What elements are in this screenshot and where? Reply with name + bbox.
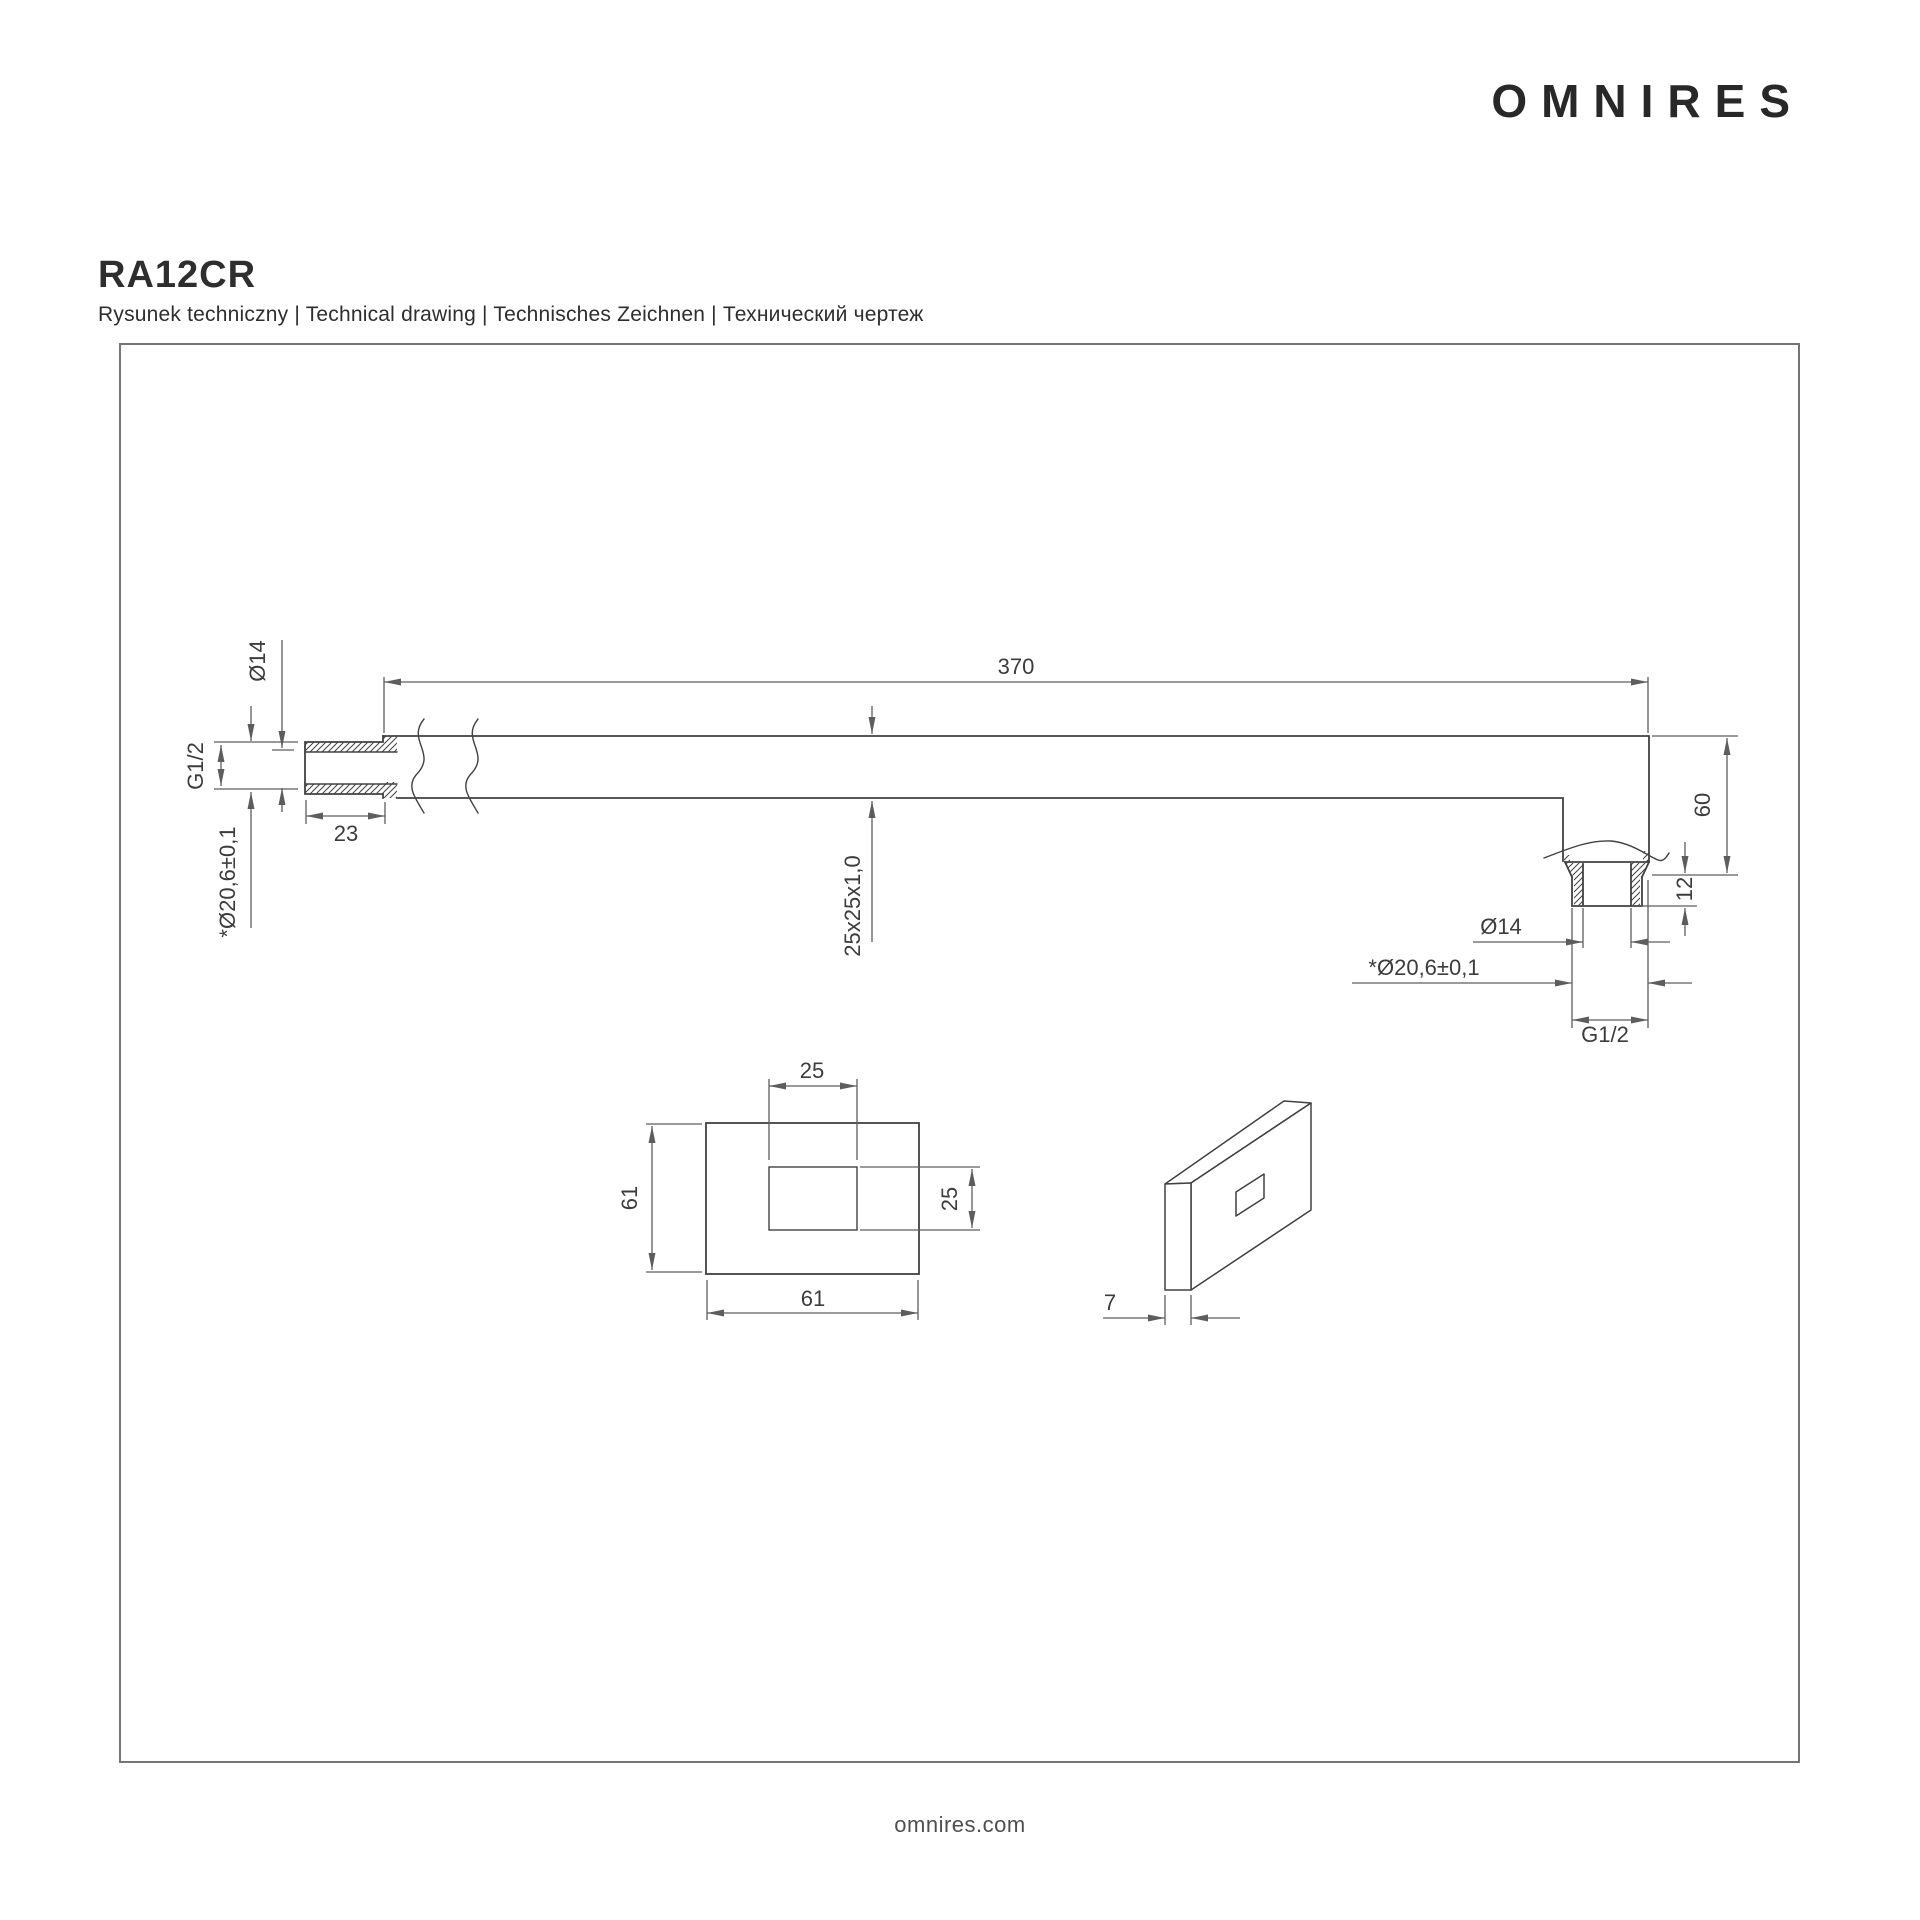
outlet-wall-hatch-right — [1643, 851, 1649, 862]
side-view-dimensions: 370 23 Ø14 G1/2 *Ø20,6±0,1 25x25x1,0 60 … — [183, 640, 1738, 1047]
dim-hole-width-label: 25 — [800, 1058, 824, 1083]
thickness-extension-lines — [1164, 1295, 1192, 1325]
plate-iso-hole — [1235, 1173, 1265, 1217]
collar-hatch-top — [383, 736, 397, 752]
dim-plate-height-label: 61 — [617, 1186, 642, 1210]
extension-lines — [214, 677, 1738, 1028]
dim-outlet-bore-label: Ø14 — [1480, 914, 1522, 939]
outlet-wall-hatch-left — [1564, 855, 1570, 862]
dim-arm-length-label: 370 — [998, 654, 1035, 679]
drawing-frame-border — [119, 343, 1800, 1763]
break-line-left — [411, 718, 425, 814]
plate-extension-lines — [646, 1079, 980, 1320]
dim-wall-thread-length-label: 23 — [334, 821, 358, 846]
dim-wall-bore-label: Ø14 — [245, 640, 270, 682]
dim-outlet-thread-label: G1/2 — [1581, 1022, 1629, 1047]
drawing-subtitle: Rysunek techniczny | Technical drawing |… — [98, 303, 924, 326]
product-code-title: RA12CR — [98, 254, 257, 296]
nut-outline — [1563, 860, 1651, 907]
dim-plate-width-label: 61 — [801, 1286, 825, 1311]
dim-outlet-od-label: *Ø20,6±0,1 — [1368, 955, 1479, 980]
arm-tube-outline — [382, 735, 1650, 862]
plate-front-view — [705, 1122, 920, 1275]
break-line-left-2 — [465, 718, 479, 814]
collar-hatch-bottom — [383, 782, 397, 798]
nut-hatch-left — [1566, 863, 1583, 905]
thread-hatch-bottom — [305, 784, 383, 794]
side-view — [304, 718, 1670, 907]
plate-outline — [705, 1122, 920, 1275]
thread-outline — [304, 735, 384, 799]
break-line-right — [1543, 840, 1670, 862]
plate-iso-dimensions: 7 — [1103, 1290, 1240, 1325]
dim-tube-profile-label: 25x25x1,0 — [840, 855, 865, 957]
plate-front-dimensions: 25 61 25 61 — [617, 1058, 980, 1320]
nut-hatch-right — [1631, 863, 1648, 905]
plate-hole-outline — [768, 1166, 858, 1231]
dim-thickness-label: 7 — [1104, 1290, 1116, 1315]
thread-hatch-top — [305, 742, 383, 752]
dim-hole-height-label: 25 — [937, 1187, 962, 1211]
plate-iso-view — [1164, 1100, 1312, 1291]
bore-lines — [304, 751, 398, 785]
brand-logo: OMNIRES — [1491, 75, 1804, 127]
dim-nut-height-label: 12 — [1672, 877, 1697, 901]
dim-wall-thread-label: G1/2 — [183, 742, 208, 790]
plate-iso-edge-face — [1164, 1182, 1192, 1291]
footer-website: omnires.com — [894, 1812, 1026, 1837]
dim-wall-od-label: *Ø20,6±0,1 — [215, 826, 240, 937]
dim-outlet-drop-label: 60 — [1690, 793, 1715, 817]
